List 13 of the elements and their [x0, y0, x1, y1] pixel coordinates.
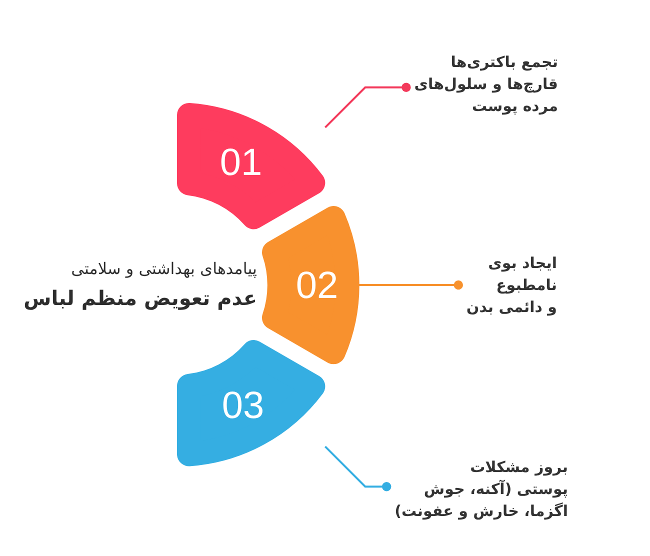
leader-line — [324, 82, 411, 128]
diagram-title: پیامدهای بهداشتی و سلامتی عدم تعویض منظم لباس — [24, 258, 257, 312]
leader-line — [359, 280, 463, 290]
ring-segment — [177, 103, 326, 230]
step-number: 03 — [222, 386, 264, 425]
callout-text: تجمع باکتری‌ها قارچ‌ها و سلول‌های مرده پوست — [414, 51, 558, 117]
step-number: 02 — [296, 266, 338, 305]
callout-text: بروز مشکلات پوستی (آکنه، جوش اگزما، خارش و عفونت) — [394, 456, 568, 522]
ring-segment — [177, 340, 326, 467]
callout-text: ایجاد بوی نامطبوع و دائمی بدن — [466, 252, 557, 318]
leader-line — [324, 446, 392, 492]
ring-segment — [262, 206, 359, 364]
step-number: 01 — [220, 144, 262, 182]
